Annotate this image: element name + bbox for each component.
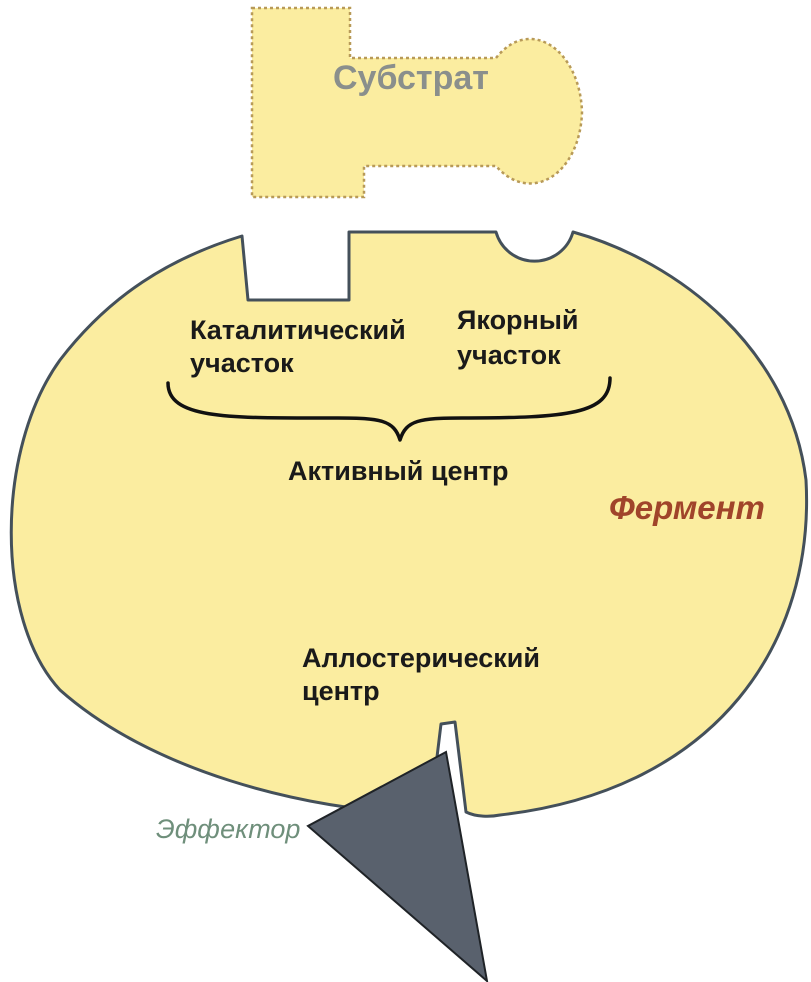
catalytic-site-label-line2: участок — [190, 348, 294, 378]
anchor-site-label-line1: Якорный — [457, 305, 579, 335]
anchor-site-label-line2: участок — [457, 340, 561, 370]
substrate-shape — [252, 8, 582, 197]
enzyme-label: Фермент — [609, 489, 765, 526]
allosteric-center-label-line1: Аллостерический — [302, 643, 540, 673]
effector-label: Эффектор — [156, 814, 300, 844]
substrate-label: Субстрат — [333, 59, 489, 97]
catalytic-site-label-line1: Каталитический — [190, 315, 406, 345]
active-center-label: Активный центр — [288, 456, 509, 486]
allosteric-center-label-line2: центр — [302, 676, 380, 706]
